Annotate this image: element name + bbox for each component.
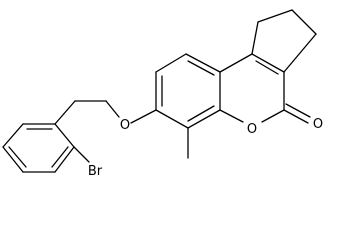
oxygen-ether-label: O bbox=[120, 118, 130, 133]
bond bbox=[54, 146, 75, 173]
bond bbox=[283, 109, 309, 124]
bond bbox=[155, 53, 187, 73]
bond bbox=[54, 123, 75, 148]
bond bbox=[8, 146, 27, 168]
bond bbox=[51, 146, 69, 168]
oxygen-carbonyl-label: O bbox=[313, 117, 323, 132]
bond bbox=[251, 21, 259, 55]
bromine-label: Br bbox=[88, 164, 103, 179]
molecule-drawing: O O O Br bbox=[2, 9, 323, 179]
bond bbox=[187, 109, 221, 129]
bond bbox=[2, 123, 24, 148]
bond bbox=[285, 103, 311, 118]
bond bbox=[187, 105, 215, 122]
bond bbox=[255, 60, 279, 75]
oxygen-ring-label: O bbox=[247, 122, 257, 137]
bond bbox=[283, 33, 317, 73]
bond bbox=[257, 9, 293, 23]
bond bbox=[261, 109, 285, 123]
bond bbox=[155, 109, 189, 129]
bond bbox=[105, 100, 120, 118]
bond bbox=[219, 109, 244, 123]
atom-labels: O O O Br bbox=[88, 117, 323, 179]
bonds bbox=[2, 9, 317, 173]
bond bbox=[130, 109, 157, 124]
bond bbox=[54, 100, 76, 125]
bond bbox=[185, 53, 221, 73]
bond bbox=[2, 146, 24, 173]
structure-diagram: O O O Br bbox=[2, 9, 323, 179]
bond bbox=[187, 60, 215, 76]
bond bbox=[291, 9, 317, 35]
bond bbox=[219, 53, 253, 73]
bond bbox=[251, 53, 285, 73]
bond bbox=[73, 146, 90, 163]
